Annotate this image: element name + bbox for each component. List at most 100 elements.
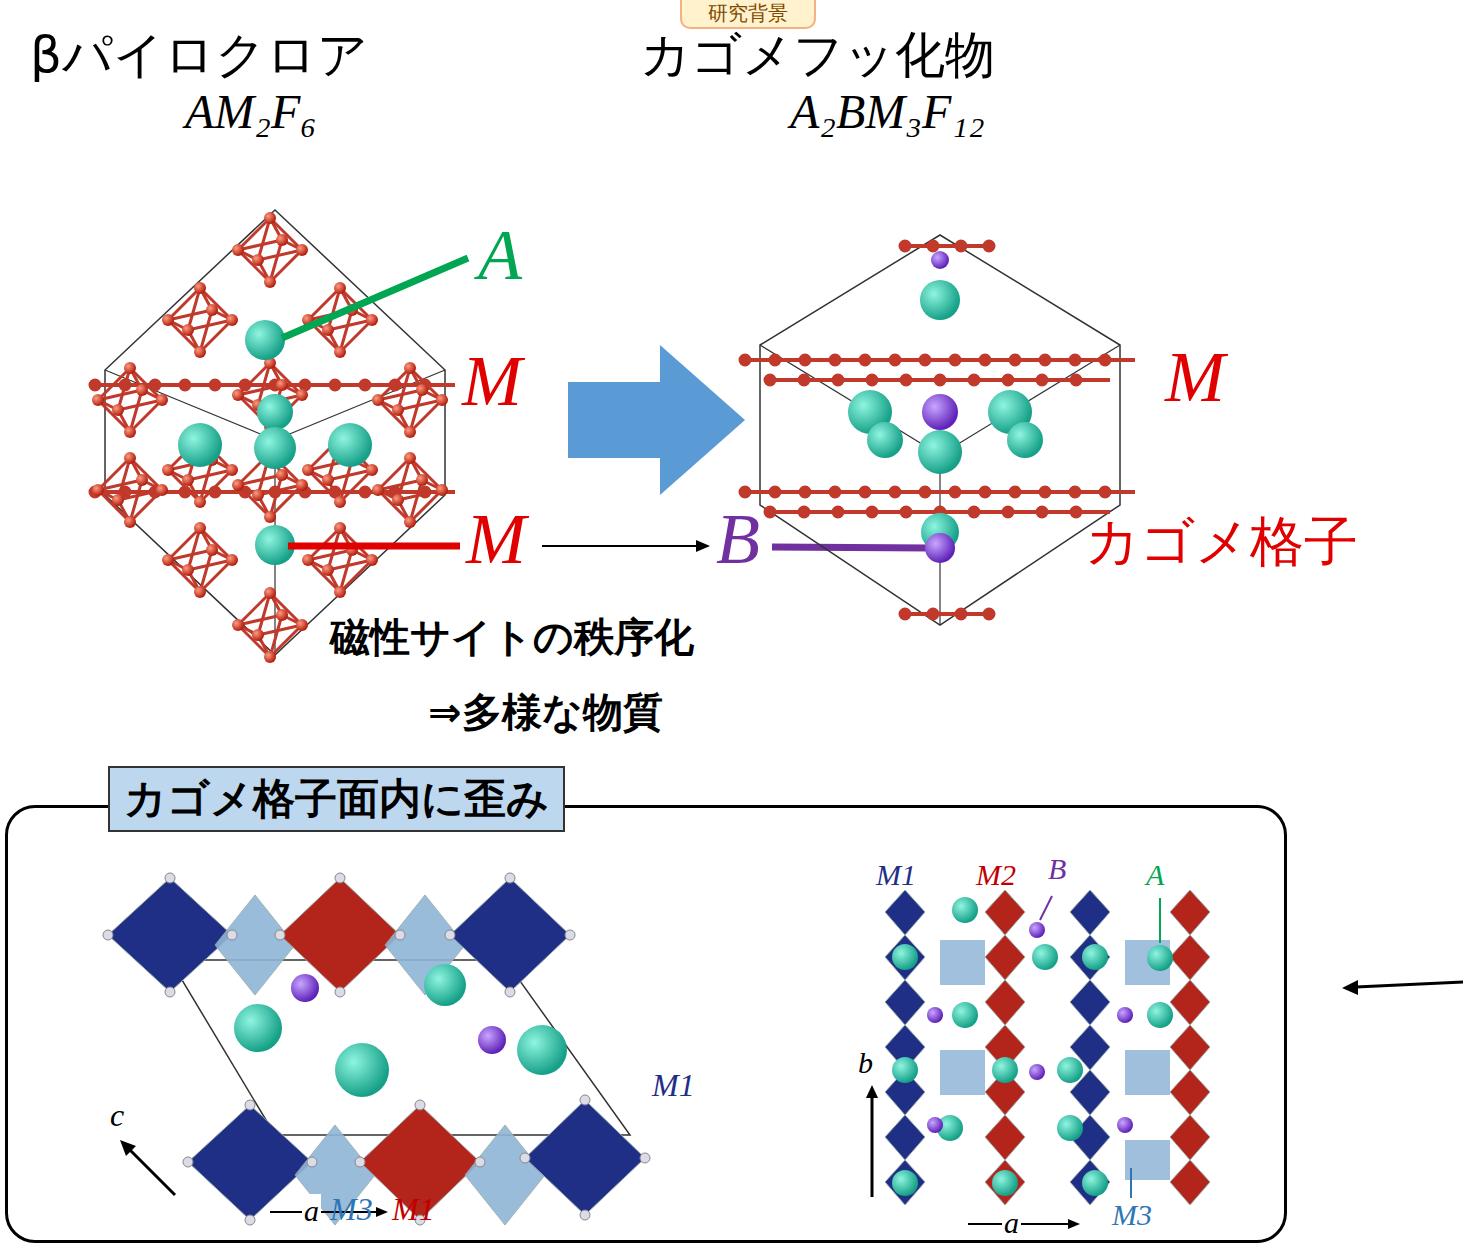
distorted-structure-ac xyxy=(424,964,466,1006)
distorted-structure-ab xyxy=(1117,1007,1133,1023)
thin-arrow xyxy=(696,540,710,552)
site-label: M3 xyxy=(1112,1198,1152,1231)
site-label: A xyxy=(1146,858,1164,891)
kagome-structure xyxy=(745,490,1135,494)
panel-header: カゴメ格子面内に歪み xyxy=(108,766,565,832)
distorted-structure-ab xyxy=(1032,944,1058,970)
distorted-structure-ac xyxy=(188,1105,312,1220)
distorted-structure-ac xyxy=(465,1125,545,1225)
pyrochlore-structure xyxy=(254,427,296,469)
distorted-structure-ab xyxy=(1057,1115,1083,1141)
kagome-structure xyxy=(770,378,1110,382)
distorted-structure-ac xyxy=(505,873,515,883)
distorted-structure-ac xyxy=(280,878,400,992)
pyrochlore-structure xyxy=(328,423,372,467)
pointer-arrow xyxy=(1356,982,1463,987)
distorted-structure-ab xyxy=(940,940,1170,1180)
pyrochlore-structure xyxy=(245,320,285,360)
distorted-structure-ab xyxy=(992,1170,1018,1196)
pyrochlore-structure xyxy=(162,522,238,598)
leader-line xyxy=(1130,1168,1132,1198)
distorted-structure-ac xyxy=(525,1100,645,1215)
pyrochlore-structure xyxy=(257,394,293,430)
note-label: ⇒多様な物質 xyxy=(428,690,663,734)
distorted-structure-ab xyxy=(940,1050,985,1095)
distorted-structure-ab xyxy=(892,897,1173,1196)
leader-line xyxy=(288,543,460,550)
kagome-structure xyxy=(1007,422,1043,458)
distorted-structure-ac xyxy=(335,987,345,997)
distorted-structure-ac xyxy=(580,1210,590,1220)
kagome-structure xyxy=(922,394,958,430)
distorted-structure-ac xyxy=(170,960,630,1135)
distorted-structure-ac xyxy=(307,1157,317,1167)
distorted-structure-ac xyxy=(415,1100,425,1110)
panel-frame: カゴメ格子面内に歪み xyxy=(5,805,1287,1243)
distorted-structure-ac xyxy=(291,974,319,1002)
pyrochlore-structure xyxy=(372,452,448,528)
distorted-structure-ab xyxy=(992,1057,1018,1083)
kagome-structure xyxy=(867,422,903,458)
pyrochlore-structure xyxy=(162,282,238,358)
distorted-structure-ac xyxy=(355,1157,365,1167)
leader-line xyxy=(1159,898,1161,943)
distorted-structure-ac xyxy=(520,1153,530,1163)
distorted-structure-ac xyxy=(108,878,232,992)
distorted-structure-ac xyxy=(640,1153,650,1163)
distorted-structure-ac xyxy=(505,987,515,997)
site-label: c xyxy=(110,1098,124,1133)
heading-label: カゴメフッ化物 xyxy=(640,28,995,83)
distorted-structure-ac xyxy=(335,873,345,883)
site-label: M xyxy=(462,342,522,421)
heading-label: βパイロクロア xyxy=(30,28,368,83)
distorted-structure-ab xyxy=(927,1007,943,1023)
distorted-structure-ab xyxy=(1082,1170,1108,1196)
site-label: A xyxy=(478,216,522,295)
site-label: a xyxy=(302,1194,321,1227)
distorted-structure-ac xyxy=(245,1100,255,1110)
heading-label: A₂BM₃F₁₂ xyxy=(790,86,985,139)
kagome-structure xyxy=(770,374,1110,387)
distorted-structure-ac xyxy=(445,930,455,940)
kagome-structure xyxy=(745,354,1135,367)
distorted-structure-ab xyxy=(952,897,978,923)
site-label: M1 xyxy=(392,1192,435,1227)
distorted-structure-ac xyxy=(215,895,295,995)
leader-line xyxy=(282,258,468,338)
kagome-structure xyxy=(905,612,990,616)
site-label: b xyxy=(858,1046,873,1079)
distorted-structure-ab xyxy=(1082,944,1108,970)
distorted-structure-ac xyxy=(275,930,285,940)
distorted-structure-ac xyxy=(450,878,570,992)
distorted-structure-ac xyxy=(103,873,650,1225)
leader-line xyxy=(1040,896,1052,920)
distorted-structure-ac xyxy=(108,878,645,1225)
distorted-structure-ac xyxy=(165,987,175,997)
pyrochlore-structure xyxy=(372,362,448,438)
kagome-structure xyxy=(920,280,960,320)
distorted-structure-ab xyxy=(1029,1064,1045,1080)
axis-arrow xyxy=(120,1140,136,1156)
site-label: M xyxy=(466,500,526,579)
kagome-structure xyxy=(905,608,990,621)
pyrochlore-structure xyxy=(92,210,455,663)
distorted-structure-ac xyxy=(335,1043,389,1097)
distorted-structure-ab xyxy=(892,1057,918,1083)
kagome-structure xyxy=(745,358,1135,362)
kagome-structure xyxy=(931,251,949,269)
distorted-structure-ac xyxy=(475,1157,485,1167)
distorted-structure-ab xyxy=(1057,1057,1083,1083)
pointer-arrow xyxy=(1342,980,1463,995)
pyrochlore-structure xyxy=(302,282,378,358)
distorted-structure-ab xyxy=(892,1170,918,1196)
kagome-structure xyxy=(925,533,955,563)
site-label: M xyxy=(1165,338,1225,417)
leader-line xyxy=(772,547,930,548)
site-label: M1 xyxy=(876,858,916,891)
distorted-structure-ab xyxy=(1125,1050,1170,1095)
thin-arrow xyxy=(542,545,700,547)
kagome-structure xyxy=(918,430,962,474)
axis-arrow xyxy=(376,1207,388,1217)
